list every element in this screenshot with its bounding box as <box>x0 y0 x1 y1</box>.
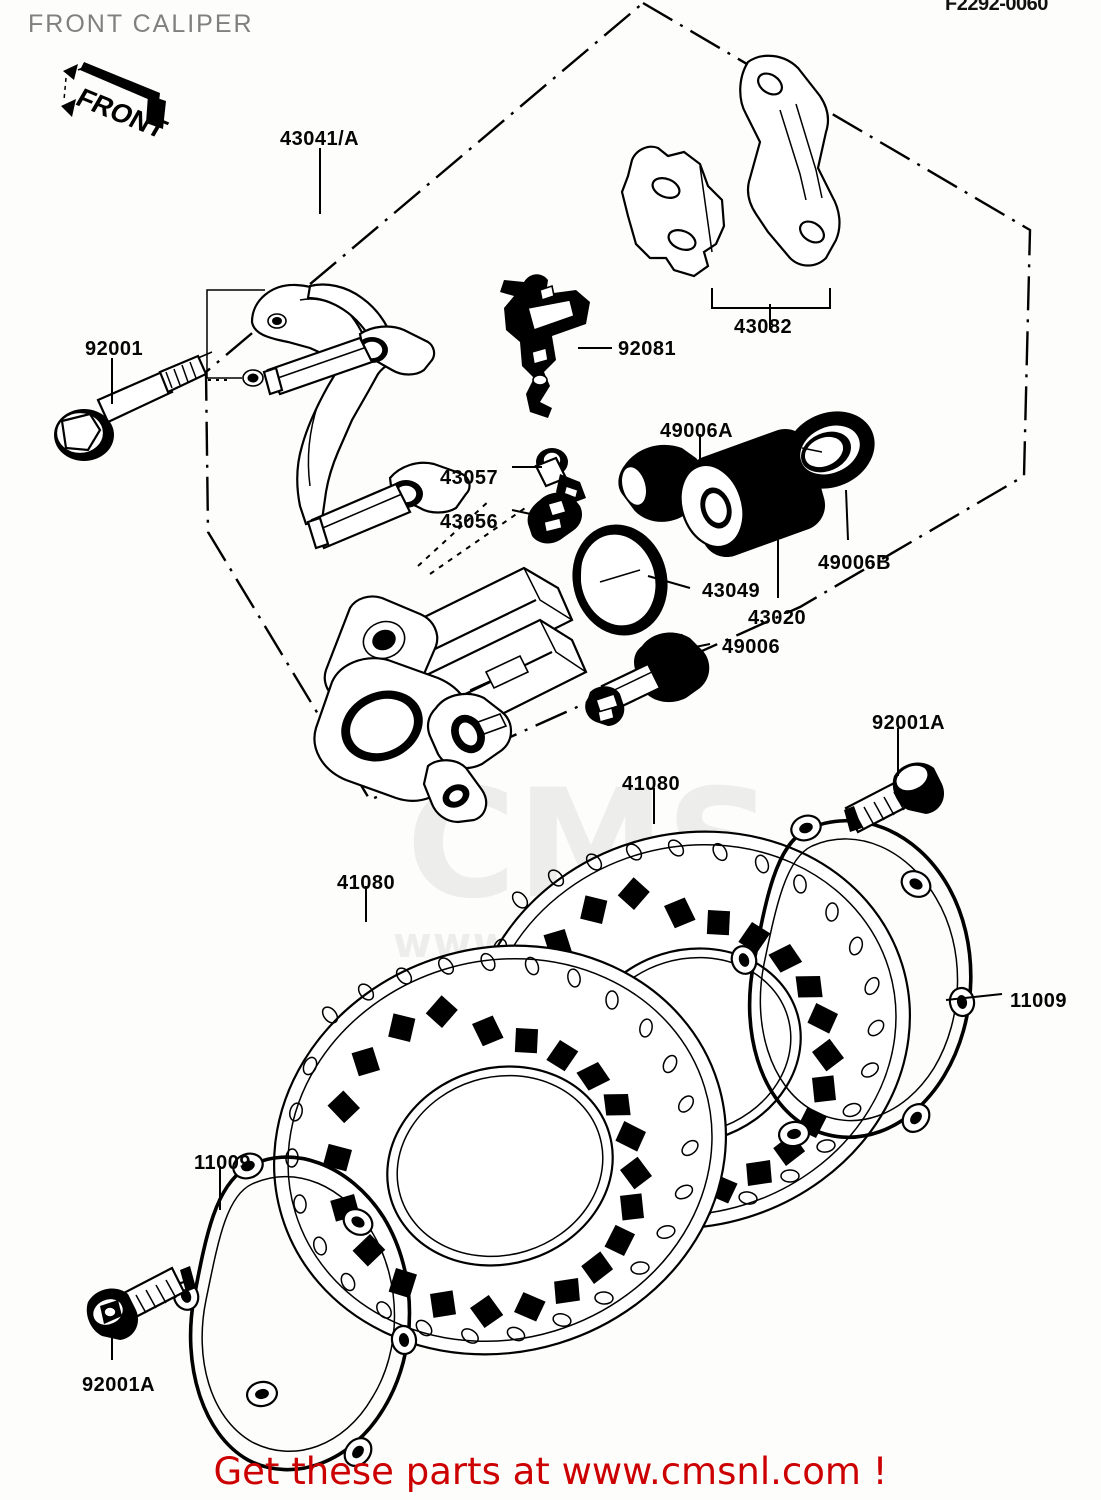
part-label-49006A[interactable]: 49006A <box>660 420 734 442</box>
leader-lines <box>111 148 1003 1360</box>
part-11009-disc-cover-right <box>730 814 976 1148</box>
part-41080-brake-disc-front <box>273 944 727 1356</box>
part-43082-brake-pads <box>620 54 841 330</box>
assembly-boundary <box>204 1 1032 802</box>
part-label-11009[interactable]: 11009 <box>1010 990 1068 1012</box>
page-title: FRONT CALIPER <box>28 10 254 38</box>
part-label-43049[interactable]: 43049 <box>702 580 761 602</box>
part-49006B-piston-seal <box>785 411 875 489</box>
part-label-92081[interactable]: 92081 <box>618 338 677 360</box>
part-label-11009-2[interactable]: 11009 <box>194 1152 252 1174</box>
part-92081-spring-clip <box>500 274 590 418</box>
part-label-43057[interactable]: 43057 <box>440 467 499 489</box>
svg-text:FRONT: FRONT <box>71 82 173 144</box>
part-43020-caliper-body <box>313 566 588 824</box>
front-orientation-marker: FRONT <box>61 62 173 144</box>
part-92001A-disc-bolt-upper <box>844 762 945 834</box>
part-49006-slide-boot <box>585 632 710 726</box>
part-label-49006[interactable]: 49006 <box>722 636 781 658</box>
part-label-92001[interactable]: 92001 <box>85 338 144 360</box>
part-label-92001A-2[interactable]: 92001A <box>82 1374 156 1396</box>
part-label-43082[interactable]: 43082 <box>734 316 793 338</box>
part-92001-mounting-bolt <box>54 351 213 461</box>
part-label-43020[interactable]: 43020 <box>748 607 807 629</box>
part-label-43041A[interactable]: 43041/A <box>280 128 360 150</box>
footer-cta[interactable]: Get these parts at www.cmsnl.com ! <box>213 1450 888 1493</box>
part-43041A-caliper-bracket <box>242 283 471 550</box>
part-label-92001A[interactable]: 92001A <box>872 712 946 734</box>
part-43056-bleed-cap <box>527 492 582 544</box>
part-92001A-disc-bolt-lower <box>86 1266 196 1340</box>
part-43049-seal-ring <box>572 524 668 636</box>
sheet-code: F2292-0060 <box>945 0 1048 15</box>
part-label-49006B[interactable]: 49006B <box>818 552 892 574</box>
part-label-43056[interactable]: 43056 <box>440 511 499 533</box>
part-label-41080-2[interactable]: 41080 <box>337 872 396 894</box>
part-label-41080[interactable]: 41080 <box>622 773 681 795</box>
